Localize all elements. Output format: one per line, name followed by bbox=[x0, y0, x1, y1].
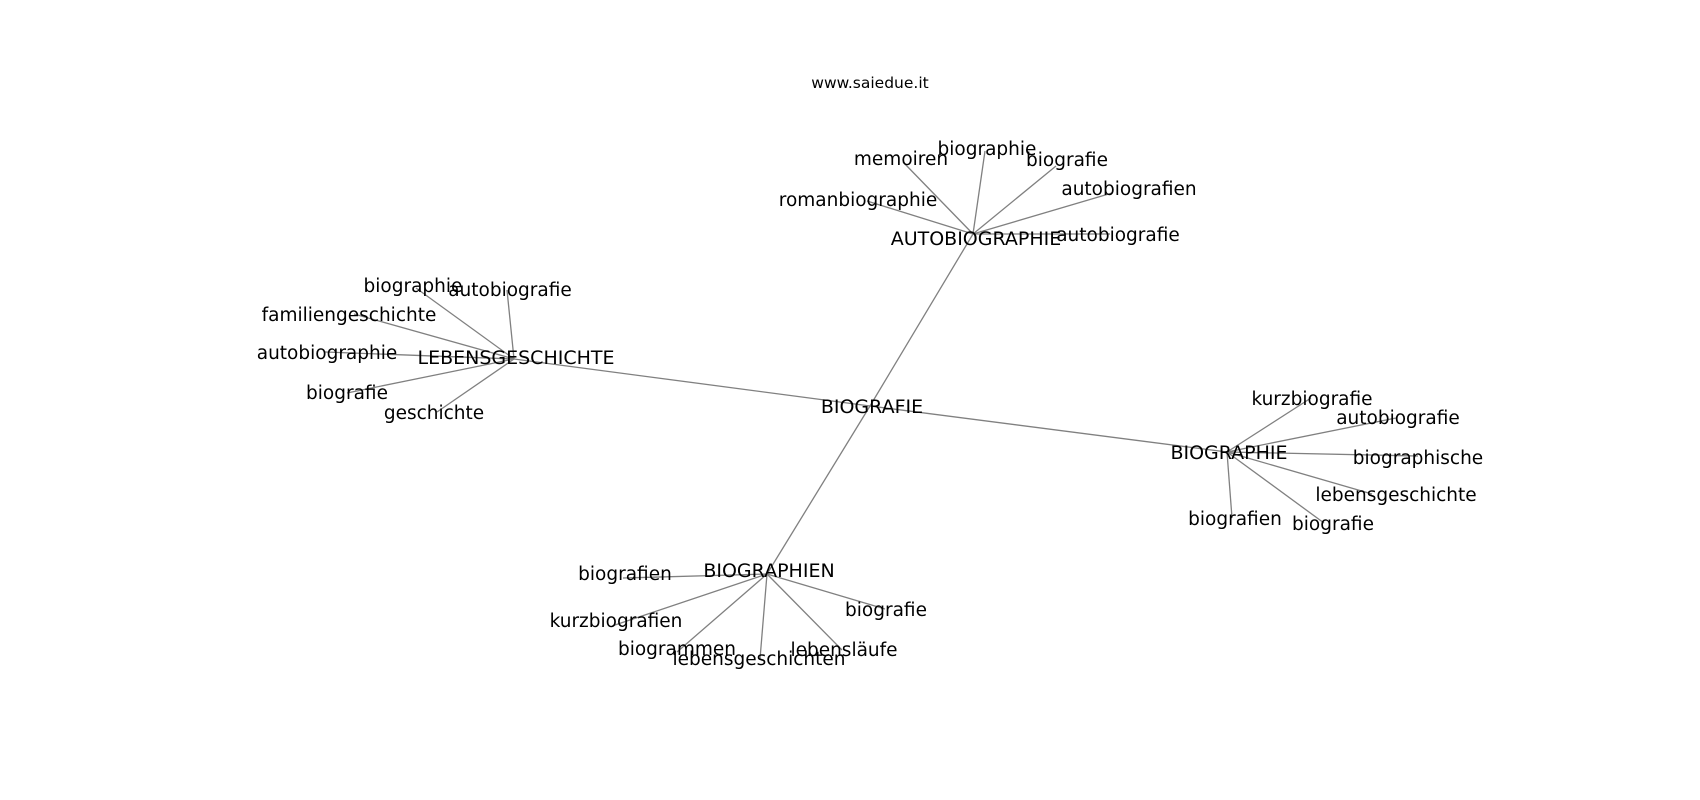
edge-center-biographien bbox=[766, 405, 871, 575]
edge-autobiographie-memoiren bbox=[902, 161, 974, 235]
edge-biographien-kurzbiografien bbox=[611, 573, 768, 627]
node-leaf-biographische: biographische bbox=[1353, 448, 1483, 469]
edge-autobiographie-romanbiographie bbox=[866, 200, 974, 235]
node-leaf-autobiographie: autobiographie bbox=[257, 343, 398, 364]
edge-lebensgeschichte-biografie bbox=[346, 358, 515, 394]
site-url: www.saiedue.it bbox=[811, 74, 928, 92]
node-leaf-romanbiographie: romanbiographie bbox=[779, 190, 937, 211]
node-leaf-biografie-4: biografie bbox=[845, 600, 927, 621]
edge-biographie-kurzbiografie bbox=[1226, 397, 1312, 453]
node-leaf-kurzbiografien: kurzbiografien bbox=[550, 611, 683, 632]
edge-biographie-biografien bbox=[1226, 451, 1233, 519]
edge-autobiographie-autobiografien bbox=[972, 192, 1113, 235]
node-hub-autobiographie: AUTOBIOGRAPHIE bbox=[891, 228, 1062, 250]
node-leaf-biografie: biografie bbox=[1026, 150, 1108, 171]
node-hub-biographie: BIOGRAPHIE bbox=[1170, 442, 1287, 464]
edge-center-autobiographie bbox=[869, 233, 974, 407]
node-leaf-biographie-2: biographie bbox=[364, 276, 463, 297]
node-leaf-autobiografien: autobiografien bbox=[1061, 179, 1196, 200]
node-leaf-kurzbiografie: kurzbiografie bbox=[1251, 389, 1372, 410]
node-leaf-biographie: biographie bbox=[938, 139, 1037, 160]
node-leaf-memoiren: memoiren bbox=[854, 149, 948, 170]
node-center: BIOGRAFIE bbox=[821, 396, 923, 418]
node-leaf-biografien: biografien bbox=[1188, 509, 1282, 530]
edge-biographien-lebensgeschichten bbox=[759, 573, 768, 660]
edge-biographie-biografie bbox=[1226, 451, 1325, 524]
node-leaf-biogrammen: biogrammen bbox=[618, 639, 736, 660]
node-leaf-lebensgeschichte: lebensgeschichte bbox=[1315, 485, 1476, 506]
node-leaf-lebenslaeufe: lebensläufe bbox=[790, 640, 897, 661]
edge-center-lebensgeschichte bbox=[513, 358, 871, 407]
node-leaf-familiengeschichte: familiengeschichte bbox=[262, 305, 437, 326]
edge-lebensgeschichte-geschichte bbox=[436, 358, 515, 413]
node-leaf-biografien-2: biografien bbox=[578, 564, 672, 585]
edge-biographie-autobiografie bbox=[1226, 417, 1397, 453]
node-leaf-autobiografie-3: autobiografie bbox=[1336, 408, 1460, 429]
edge-lebensgeschichte-autobiographie bbox=[324, 351, 515, 360]
node-hub-lebensgeschichte: LEBENSGESCHICHTE bbox=[417, 347, 614, 369]
node-leaf-autobiografie: autobiografie bbox=[1056, 225, 1180, 246]
edge-autobiographie-biographie bbox=[972, 150, 986, 235]
edge-lebensgeschichte-autobiografie bbox=[506, 289, 515, 360]
edges bbox=[324, 150, 1419, 660]
edge-autobiographie-biografie bbox=[972, 165, 1057, 235]
node-leaf-biografie-2: biografie bbox=[306, 383, 388, 404]
edge-biographien-biografien bbox=[622, 573, 768, 579]
node-leaf-geschichte: geschichte bbox=[384, 403, 484, 424]
node-leaf-autobiografie-2: autobiografie bbox=[448, 280, 572, 301]
edge-center-biographie bbox=[869, 405, 1228, 453]
edge-lebensgeschichte-biographie bbox=[415, 287, 515, 360]
edge-biographie-biographische bbox=[1226, 451, 1419, 457]
edge-biographie-lebensgeschichte bbox=[1226, 451, 1373, 495]
edge-lebensgeschichte-familiengeschichte bbox=[353, 313, 515, 360]
node-labels: BIOGRAFIE AUTOBIOGRAPHIE memoiren biogra… bbox=[257, 139, 1483, 670]
node-leaf-lebensgeschichten: lebensgeschichten bbox=[672, 649, 845, 670]
edge-biographien-biogrammen bbox=[676, 573, 768, 653]
edge-biographien-lebenslaeufe bbox=[766, 573, 843, 651]
node-hub-biographien: BIOGRAPHIEN bbox=[703, 560, 834, 582]
node-leaf-biografie-3: biografie bbox=[1292, 514, 1374, 535]
edge-biographien-biografie bbox=[766, 573, 886, 610]
